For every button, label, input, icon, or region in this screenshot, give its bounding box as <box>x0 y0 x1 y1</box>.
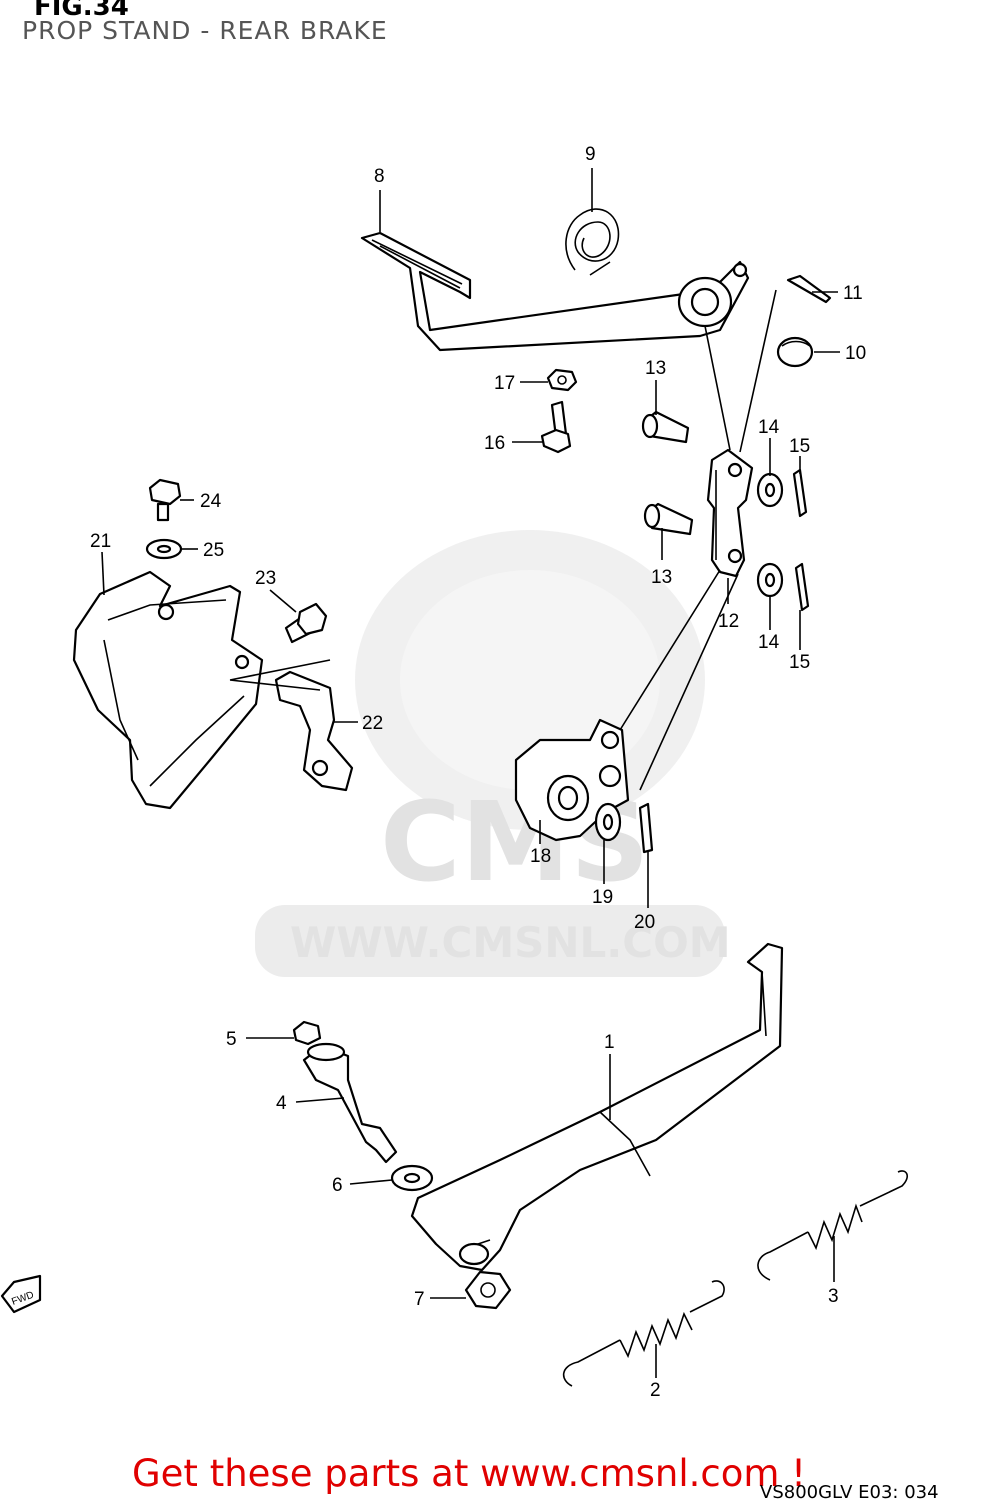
callout-11: 11 <box>843 283 863 304</box>
callout-6: 6 <box>332 1175 343 1196</box>
callout-4: 4 <box>276 1093 287 1114</box>
part-13-pin-lower[interactable] <box>643 502 694 536</box>
part-23-bolt[interactable] <box>284 602 328 644</box>
callout-10: 10 <box>845 343 866 364</box>
part-15-cotter-lower[interactable] <box>794 562 810 612</box>
part-4-pivot-bolt[interactable] <box>302 1042 398 1164</box>
callout-20: 20 <box>634 912 655 933</box>
callout-3: 3 <box>828 1286 839 1307</box>
callout-2: 2 <box>650 1380 661 1401</box>
part-22-bracket[interactable] <box>274 670 354 792</box>
part-7-nut[interactable] <box>464 1270 512 1310</box>
callout-15-upper: 15 <box>789 436 810 457</box>
callout-15-lower: 15 <box>789 652 810 673</box>
callout-25: 25 <box>203 540 224 561</box>
callout-19: 19 <box>592 887 613 908</box>
callout-21: 21 <box>90 531 111 552</box>
order-parts-link[interactable]: Get these parts at www.cmsnl.com ! <box>132 1452 807 1495</box>
part-13-pin-upper[interactable] <box>641 410 690 444</box>
callout-7: 7 <box>414 1289 425 1310</box>
callout-13-lower: 13 <box>651 567 672 588</box>
part-3-spring[interactable] <box>757 1170 909 1281</box>
callout-9: 9 <box>585 144 596 165</box>
figure-number: FIG.34 <box>34 0 129 22</box>
callout-22: 22 <box>362 713 383 734</box>
part-1-prop-stand[interactable] <box>410 942 784 1272</box>
watermark-url: WWW.CMSNL.COM <box>290 918 731 967</box>
part-19-washer[interactable] <box>594 802 622 842</box>
callout-14-lower: 14 <box>758 632 780 653</box>
callout-5: 5 <box>226 1029 237 1050</box>
part-14-washer-upper[interactable] <box>756 472 784 508</box>
part-10-cap[interactable] <box>776 336 814 368</box>
part-21-guard-bracket[interactable] <box>72 570 264 810</box>
part-16-bolt[interactable] <box>540 400 572 454</box>
part-11-cotter-pin[interactable] <box>786 274 832 304</box>
callout-8: 8 <box>374 166 385 187</box>
callout-23: 23 <box>255 568 276 589</box>
part-20-cotter[interactable] <box>638 802 654 854</box>
part-8-brake-pedal[interactable] <box>360 231 750 352</box>
part-17-nut[interactable] <box>546 368 578 392</box>
callout-24: 24 <box>200 491 222 512</box>
callout-labels: 8 9 11 10 13 17 16 14 15 13 12 14 15 24 … <box>90 144 866 1401</box>
callout-13-upper: 13 <box>645 358 666 379</box>
callout-12: 12 <box>718 611 739 632</box>
part-2-spring[interactable] <box>562 1280 725 1387</box>
part-6-washer[interactable] <box>390 1164 434 1192</box>
fwd-arrow-icon: FWD <box>0 1274 42 1314</box>
part-25-washer[interactable] <box>145 538 183 560</box>
part-5-nut[interactable] <box>292 1020 322 1046</box>
callout-14-upper: 14 <box>758 417 780 438</box>
part-24-bolt[interactable] <box>148 478 182 522</box>
figure-title: PROP STAND - REAR BRAKE <box>22 16 388 45</box>
callout-18: 18 <box>530 846 551 867</box>
part-14-washer-lower[interactable] <box>756 562 784 598</box>
part-12-link[interactable] <box>706 448 754 578</box>
part-9-return-spring[interactable] <box>565 208 620 276</box>
leader-lines <box>101 168 840 1378</box>
callout-1: 1 <box>604 1032 615 1053</box>
diagram-code: VS800GLV E03: 034 <box>760 1482 939 1503</box>
part-15-cotter-upper[interactable] <box>792 468 808 518</box>
callout-16: 16 <box>484 433 505 454</box>
callout-17: 17 <box>494 373 515 394</box>
